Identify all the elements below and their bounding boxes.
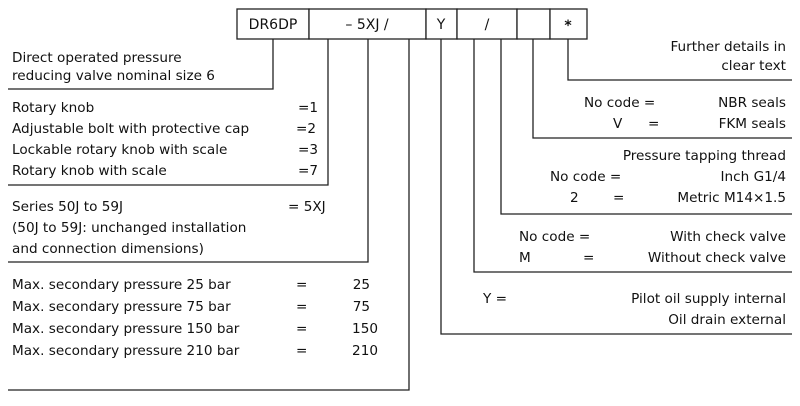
- leader-further: [567, 39, 792, 81]
- adjustment-code-1: =1: [298, 100, 318, 116]
- leader-valve: [8, 39, 274, 90]
- adjustment-code-2: =2: [296, 121, 316, 137]
- check-valve-group: No code = With check valve M = Without c…: [519, 229, 786, 266]
- further-line-2: clear text: [721, 58, 786, 74]
- tapping-code-2: 2: [570, 190, 579, 206]
- leader-seals: [532, 39, 792, 139]
- code-cell-star: *: [564, 18, 572, 34]
- adjustment-label-4: Rotary knob with scale: [12, 163, 167, 179]
- code-box-series: [308, 8, 427, 40]
- pressure-eq-4: =: [296, 343, 307, 359]
- valve-group: Direct operated pressure reducing valve …: [12, 50, 215, 84]
- pressure-label-1: Max. secondary pressure 25 bar: [12, 277, 231, 293]
- adjustment-code-4: =7: [298, 163, 318, 179]
- adjustment-group: Rotary knob =1 Adjustable bolt with prot…: [12, 100, 318, 179]
- adjustment-label-1: Rotary knob: [12, 100, 94, 116]
- series-note-1: (50J to 59J: unchanged installation: [12, 220, 246, 236]
- series-label: Series 50J to 59J: [12, 199, 123, 215]
- tapping-eq-2: =: [613, 190, 624, 206]
- code-cell-dr6dp: DR6DP: [249, 17, 298, 33]
- tapping-value-1: Inch G1/4: [721, 169, 786, 185]
- check-code-1: No code =: [519, 229, 590, 245]
- seals-eq-2: =: [648, 116, 659, 132]
- pressure-code-3: 150: [352, 321, 378, 337]
- code-cell-series: – 5XJ /: [345, 17, 389, 33]
- further-line-1: Further details in: [670, 39, 786, 55]
- seals-code-2: V: [613, 116, 623, 132]
- leader-adjustment: [8, 39, 329, 186]
- pressure-group: Max. secondary pressure 25 bar = 25 Max.…: [12, 277, 378, 359]
- tapping-code-1: No code =: [550, 169, 621, 185]
- valve-line-2: reducing valve nominal size 6: [12, 68, 215, 84]
- pressure-code-4: 210: [352, 343, 378, 359]
- seals-group: No code = NBR seals V = FKM seals: [584, 95, 786, 132]
- tapping-value-2: Metric M14×1.5: [677, 190, 786, 206]
- code-box-empty: [516, 8, 551, 40]
- adjustment-label-2: Adjustable bolt with protective cap: [12, 121, 249, 137]
- further-details-group: Further details in clear text: [670, 39, 786, 74]
- leader-series: [8, 39, 369, 263]
- pilot-group: Y = Pilot oil supply internal Oil drain …: [482, 291, 786, 328]
- check-eq-2: =: [583, 250, 594, 266]
- adjustment-label-3: Lockable rotary knob with scale: [12, 142, 227, 158]
- check-value-2: Without check valve: [648, 250, 786, 266]
- pilot-line-2: Oil drain external: [668, 312, 786, 328]
- code-row: DR6DP – 5XJ / Y / *: [236, 8, 588, 40]
- seals-value-2: FKM seals: [719, 116, 786, 132]
- leader-tapping: [500, 39, 792, 215]
- tapping-title: Pressure tapping thread: [623, 148, 786, 164]
- pilot-code: Y =: [482, 291, 507, 307]
- series-code: = 5XJ: [288, 199, 326, 215]
- valve-line-1: Direct operated pressure: [12, 50, 182, 66]
- leader-pressure: [8, 39, 410, 391]
- pilot-line-1: Pilot oil supply internal: [631, 291, 786, 307]
- check-value-1: With check valve: [670, 229, 786, 245]
- seals-value-1: NBR seals: [718, 95, 786, 111]
- leader-check: [473, 39, 792, 273]
- adjustment-code-3: =3: [298, 142, 318, 158]
- pressure-eq-3: =: [296, 321, 307, 337]
- leader-lines: [8, 39, 792, 391]
- pressure-label-4: Max. secondary pressure 210 bar: [12, 343, 240, 359]
- pressure-code-1: 25: [353, 277, 370, 293]
- pressure-label-2: Max. secondary pressure 75 bar: [12, 299, 231, 315]
- code-box-dr6dp: [236, 8, 310, 40]
- pressure-eq-1: =: [296, 277, 307, 293]
- pressure-code-2: 75: [353, 299, 370, 315]
- leader-pilot: [440, 39, 792, 335]
- pressure-label-3: Max. secondary pressure 150 bar: [12, 321, 240, 337]
- pressure-eq-2: =: [296, 299, 307, 315]
- seals-code-1: No code =: [584, 95, 655, 111]
- code-cell-pilot: Y: [436, 17, 446, 33]
- series-note-2: and connection dimensions): [12, 241, 204, 257]
- tapping-group: Pressure tapping thread No code = Inch G…: [550, 148, 786, 206]
- series-group: Series 50J to 59J = 5XJ (50J to 59J: unc…: [12, 199, 326, 257]
- check-code-2: M: [519, 250, 531, 266]
- code-cell-slash: /: [485, 17, 490, 33]
